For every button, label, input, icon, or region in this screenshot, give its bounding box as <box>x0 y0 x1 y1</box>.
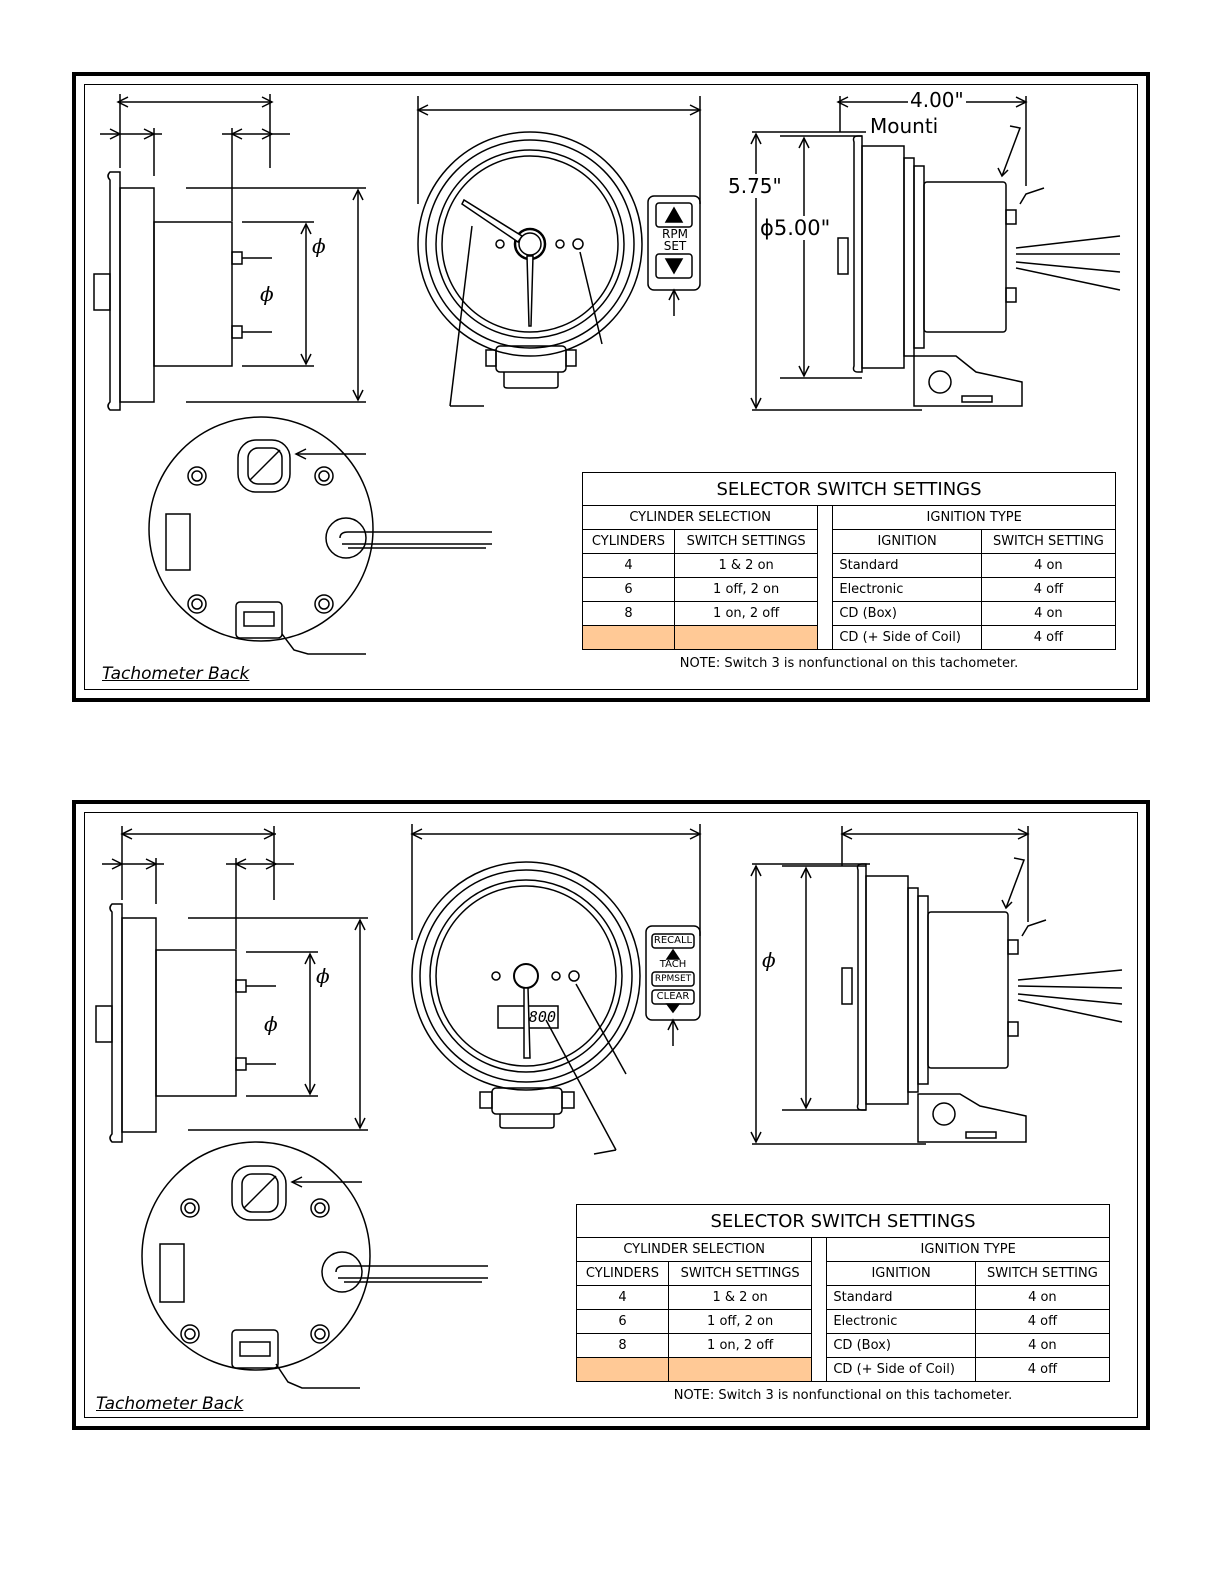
table-gap <box>811 1237 828 1382</box>
table-cell: 6 <box>582 577 675 602</box>
panel-inner-border <box>84 84 1138 690</box>
table-row: CD (+ Side of Coil) 4 off <box>576 1357 1111 1382</box>
table-row: 6 1 off, 2 on Electronic 4 off <box>576 1309 1111 1334</box>
table-cell: 4 off <box>980 577 1117 602</box>
phi-label-b: ϕ <box>260 282 274 306</box>
table-row: 4 1 & 2 on Standard 4 on <box>576 1285 1111 1310</box>
cylinder-group-header: CYLINDER SELECTION <box>581 505 819 530</box>
table-cell: Electronic <box>826 1309 976 1334</box>
dimension-mounting: Mounti <box>870 114 939 138</box>
table-cell: CD (+ Side of Coil) <box>832 625 982 650</box>
table-cell: 4 <box>576 1285 669 1310</box>
phi-label-b: ϕ <box>264 1012 278 1036</box>
table-cell: 4 <box>582 553 675 578</box>
column-header: IGNITION <box>826 1261 976 1286</box>
table-note: NOTE: Switch 3 is nonfunctional on this … <box>679 656 1019 671</box>
column-header: CYLINDERS <box>576 1261 669 1286</box>
diagram-panel-1: ϕ ϕ 4.00" Mounti 5.75" ϕ5.00" RPM SET Ta… <box>72 72 1150 702</box>
table-cell: 1 & 2 on <box>667 1285 813 1310</box>
keypad-tach-label: TACH <box>659 959 687 970</box>
table-cell: Standard <box>826 1285 976 1310</box>
ignition-group-header: IGNITION TYPE <box>826 1237 1110 1262</box>
table-cell: 4 on <box>980 553 1117 578</box>
front-view <box>416 96 702 407</box>
dimension-height: 5.75" <box>728 174 782 198</box>
column-header: IGNITION <box>832 529 982 554</box>
table-cell: 4 on <box>974 1285 1111 1310</box>
table-cell: 4 off <box>974 1309 1111 1334</box>
table-cell-shaded <box>576 1357 669 1382</box>
bolt-heads <box>180 1198 330 1344</box>
table-cell: 6 <box>576 1309 669 1334</box>
table-cell: 1 on, 2 off <box>673 601 819 626</box>
table-cell-shaded <box>667 1357 813 1382</box>
table-note: NOTE: Switch 3 is nonfunctional on this … <box>673 1388 1013 1403</box>
table-cell: CD (Box) <box>826 1333 976 1358</box>
table-cell: CD (+ Side of Coil) <box>826 1357 976 1382</box>
back-view-caption: Tachometer Back <box>96 1394 244 1414</box>
table-cell: 4 on <box>974 1333 1111 1358</box>
table-cell: 4 on <box>980 601 1117 626</box>
side-view-right <box>750 826 1123 1145</box>
keypad-clear-label: CLEAR <box>656 991 690 1002</box>
table-gap <box>817 505 834 650</box>
ignition-group-header: IGNITION TYPE <box>832 505 1116 530</box>
table-cell: 1 off, 2 on <box>667 1309 813 1334</box>
table-cell-shaded <box>582 625 675 650</box>
table-cell: 4 off <box>974 1357 1111 1382</box>
cylinder-group-header: CYLINDER SELECTION <box>575 1237 813 1262</box>
back-view <box>148 416 492 655</box>
table-row: 8 1 on, 2 off CD (Box) 4 on <box>582 601 1117 626</box>
table-row: CD (+ Side of Coil) 4 off <box>582 625 1117 650</box>
column-header: SWITCH SETTING <box>980 529 1117 554</box>
table-cell-shaded <box>673 625 819 650</box>
table-cell: Standard <box>832 553 982 578</box>
front-view <box>410 824 702 1155</box>
dimension-diameter: ϕ5.00" <box>760 216 831 240</box>
table-row: 6 1 off, 2 on Electronic 4 off <box>582 577 1117 602</box>
table-title: SELECTOR SWITCH SETTINGS <box>576 1204 1110 1238</box>
table-row: 4 1 & 2 on Standard 4 on <box>582 553 1117 578</box>
table-title: SELECTOR SWITCH SETTINGS <box>582 472 1116 506</box>
column-header: CYLINDERS <box>582 529 675 554</box>
table-cell: 1 & 2 on <box>673 553 819 578</box>
keypad-label-bottom: SET <box>663 239 687 253</box>
keypad-recall-label: RECALL <box>653 935 693 946</box>
column-header: SWITCH SETTINGS <box>667 1261 813 1286</box>
tachometer-drawing-2 <box>95 824 1123 1389</box>
table-cell: 8 <box>576 1333 669 1358</box>
digital-display: 800 <box>528 1008 556 1026</box>
side-view-left <box>93 94 366 411</box>
bolt-heads <box>187 466 334 614</box>
phi-label-a: ϕ <box>312 234 326 258</box>
keypad-label-top: RPM <box>662 227 688 241</box>
table-row: 8 1 on, 2 off CD (Box) 4 on <box>576 1333 1111 1358</box>
table-cell: 8 <box>582 601 675 626</box>
table-cell: CD (Box) <box>832 601 982 626</box>
phi-label-c: ϕ <box>762 948 776 972</box>
side-view-left <box>95 826 368 1143</box>
tachometer-drawing-1 <box>93 94 1121 655</box>
back-view-caption: Tachometer Back <box>102 664 250 684</box>
selector-switch-table: SELECTOR SWITCH SETTINGS CYLINDER SELECT… <box>581 472 1117 650</box>
back-view <box>141 1141 488 1389</box>
table-cell: Electronic <box>832 577 982 602</box>
keypad-rpmset-label: RPMSET <box>654 974 692 984</box>
dimension-width: 4.00" <box>908 88 966 112</box>
column-header: SWITCH SETTINGS <box>673 529 819 554</box>
side-view-right <box>750 96 1121 411</box>
table-cell: 1 on, 2 off <box>667 1333 813 1358</box>
table-cell: 1 off, 2 on <box>673 577 819 602</box>
column-header: SWITCH SETTING <box>974 1261 1111 1286</box>
selector-switch-table: SELECTOR SWITCH SETTINGS CYLINDER SELECT… <box>575 1204 1111 1382</box>
phi-label-a: ϕ <box>316 964 330 988</box>
diagram-panel-2: ϕ ϕ ϕ RECALL TACH RPMSET CLEAR 800 Tacho… <box>72 800 1150 1430</box>
panel-inner-border <box>84 812 1138 1418</box>
table-cell: 4 off <box>980 625 1117 650</box>
